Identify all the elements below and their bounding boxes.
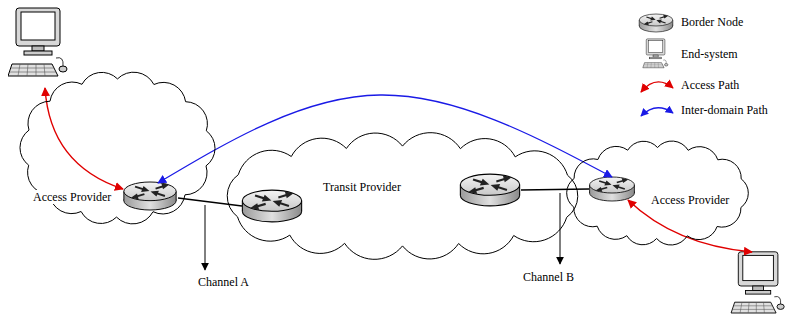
channel-label: Channel A bbox=[197, 275, 250, 289]
cloud-outline bbox=[227, 133, 578, 260]
legend-text: Border Node bbox=[680, 15, 744, 29]
channel-pointer bbox=[560, 193, 561, 264]
legend-inter-domain-sample bbox=[641, 108, 673, 116]
end-system-icon bbox=[731, 252, 784, 313]
legend-access-path-sample bbox=[641, 82, 673, 92]
legend-text: End-system bbox=[680, 47, 739, 61]
channel-pointer bbox=[205, 205, 206, 270]
legend-text: Access Path bbox=[680, 78, 740, 92]
border-node-icon bbox=[124, 182, 176, 210]
channel-link bbox=[521, 189, 589, 190]
provider-label: Transit Provider bbox=[322, 180, 402, 194]
legend-end-system-sample bbox=[643, 39, 668, 68]
channel-link bbox=[178, 198, 242, 206]
border-node-icon bbox=[242, 190, 301, 222]
provider-label: Access Provider bbox=[32, 190, 112, 204]
legend-border-node-sample bbox=[639, 14, 673, 32]
access-path bbox=[45, 88, 123, 189]
inter-domain-path bbox=[158, 95, 612, 183]
provider-cloud: Transit Provider bbox=[205, 130, 600, 262]
border-node-icon bbox=[460, 174, 519, 206]
border-node-icon bbox=[590, 177, 635, 201]
cloud-outline bbox=[205, 130, 600, 262]
end-system-icon bbox=[8, 8, 67, 76]
provider-cloud: Access Provider bbox=[15, 68, 220, 228]
provider-label: Access Provider bbox=[650, 193, 730, 207]
cloud-outline bbox=[20, 72, 215, 224]
channel-label: Channel B bbox=[522, 270, 575, 284]
cloud-outline bbox=[567, 141, 749, 245]
legend-text: Inter-domain Path bbox=[680, 103, 769, 117]
provider-cloud: Access Provider bbox=[560, 138, 755, 248]
cloud-outline bbox=[15, 68, 220, 228]
